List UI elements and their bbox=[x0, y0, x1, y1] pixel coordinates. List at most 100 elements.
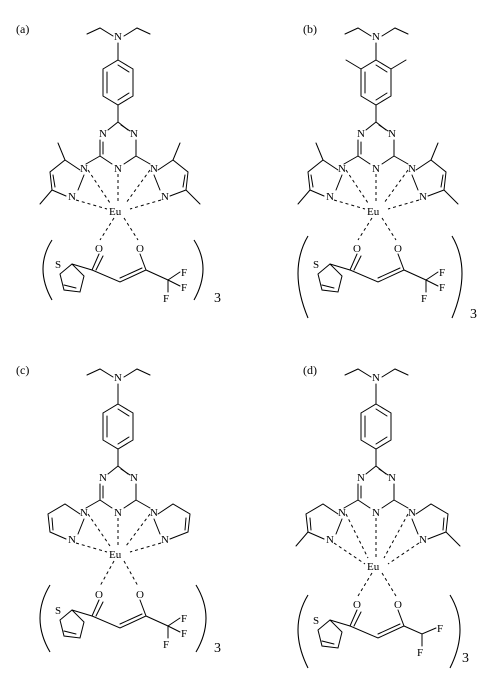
diethylamino-group: N bbox=[344, 368, 409, 405]
pyrazole-left: N N bbox=[297, 142, 359, 205]
thiophene-ring bbox=[317, 619, 343, 649]
oxygen-atom: O bbox=[95, 243, 103, 255]
fluorine-atom: F bbox=[163, 639, 169, 651]
pyrazole-n: N bbox=[419, 191, 427, 203]
europium-ion: Eu bbox=[109, 549, 122, 561]
panel-a: (a) N N N N N N bbox=[16, 22, 221, 306]
cf2-group bbox=[403, 625, 437, 647]
phenyl-ring bbox=[102, 59, 134, 123]
subscript-three: 3 bbox=[214, 641, 221, 656]
subscript-three: 3 bbox=[214, 291, 221, 306]
pyrazole-right: N N bbox=[393, 499, 461, 547]
triazine-n: N bbox=[388, 472, 396, 484]
pyrazole-n: N bbox=[408, 163, 416, 175]
triazine-n: N bbox=[99, 472, 107, 484]
diethylamino-group: N bbox=[86, 368, 151, 405]
oxygen-atom: O bbox=[353, 243, 361, 255]
pyrazole-left: N N bbox=[295, 499, 359, 547]
thiophene-ring bbox=[59, 263, 85, 293]
fluorine-atom: F bbox=[439, 267, 445, 279]
sulfur-atom: S bbox=[313, 615, 319, 627]
pyrazole-n: N bbox=[68, 191, 76, 203]
oxygen-atom: O bbox=[136, 589, 144, 601]
subscript-three: 3 bbox=[470, 307, 477, 322]
pyrazole-right: N N bbox=[393, 142, 459, 205]
panel-d: (d) N N N N N N bbox=[295, 363, 469, 669]
ethyl-bond bbox=[123, 27, 151, 37]
fluorine-atom: F bbox=[163, 293, 169, 305]
right-parenthesis bbox=[449, 594, 461, 669]
triazine-n: N bbox=[99, 128, 107, 140]
amine-nitrogen: N bbox=[372, 31, 380, 43]
tta-ligand: O O S F F F bbox=[55, 243, 187, 305]
tta-ligand: O O S F F F bbox=[55, 589, 187, 651]
pyrazole-n: N bbox=[80, 507, 88, 519]
triazine-n: N bbox=[357, 128, 365, 140]
triazine-n: N bbox=[372, 163, 380, 175]
fluorine-atom: F bbox=[417, 647, 423, 659]
left-parenthesis bbox=[297, 594, 309, 669]
dimethylphenyl-ring bbox=[345, 59, 407, 123]
triazine-n: N bbox=[130, 472, 138, 484]
sulfur-atom: S bbox=[313, 259, 319, 271]
amine-nitrogen: N bbox=[114, 372, 122, 384]
methyl-group bbox=[345, 59, 407, 70]
pyrazole-right: N N bbox=[135, 142, 201, 205]
pyrazole-n: N bbox=[161, 191, 169, 203]
fluorine-atom: F bbox=[181, 628, 187, 640]
pyrazole-n: N bbox=[150, 507, 158, 519]
pyrazole-left: N N bbox=[47, 499, 101, 546]
thiophene-ring bbox=[317, 263, 343, 293]
triazine-ring: N N N bbox=[99, 465, 138, 519]
thiophene-ring bbox=[59, 609, 85, 639]
pyrazole-left: N N bbox=[39, 142, 101, 205]
triazine-n: N bbox=[372, 507, 380, 519]
triazine-n: N bbox=[388, 128, 396, 140]
oxygen-atom: O bbox=[353, 599, 361, 611]
pyrazole-n: N bbox=[68, 534, 76, 546]
triazine-n: N bbox=[114, 163, 122, 175]
triazine-ring: N N N bbox=[99, 121, 138, 175]
amine-nitrogen: N bbox=[114, 31, 122, 43]
pyrazole-n: N bbox=[338, 163, 346, 175]
ethyl-bond bbox=[86, 27, 114, 37]
eu-coordination: Eu bbox=[75, 513, 162, 587]
left-parenthesis bbox=[39, 584, 51, 653]
diethylamino-group: N bbox=[344, 27, 409, 61]
pyrazole-n: N bbox=[161, 534, 169, 546]
fluorine-atom: F bbox=[421, 293, 427, 305]
europium-ion: Eu bbox=[367, 206, 380, 218]
amine-nitrogen: N bbox=[372, 372, 380, 384]
methyl-group bbox=[445, 531, 461, 547]
pyrazole-n: N bbox=[80, 163, 88, 175]
panel-label: (b) bbox=[303, 22, 317, 36]
fluorine-atom: F bbox=[181, 282, 187, 294]
sulfur-atom: S bbox=[55, 605, 61, 617]
cf3-group bbox=[403, 269, 439, 293]
pyrazole-right: N N bbox=[135, 499, 191, 546]
eu-coordination: Eu bbox=[333, 513, 420, 597]
pyrazole-n: N bbox=[326, 191, 334, 203]
pyrazole-n: N bbox=[419, 534, 427, 546]
panel-label: (c) bbox=[16, 363, 29, 377]
triazine-n: N bbox=[357, 472, 365, 484]
cf3-group bbox=[145, 615, 181, 639]
panel-label: (a) bbox=[16, 22, 29, 36]
right-parenthesis bbox=[451, 235, 463, 319]
tta-ligand: O O S F F bbox=[313, 599, 443, 659]
left-parenthesis bbox=[297, 235, 309, 319]
right-parenthesis bbox=[195, 584, 207, 653]
europium-ion: Eu bbox=[367, 561, 380, 573]
triazine-ring: N N N bbox=[357, 121, 396, 175]
phenyl-ring bbox=[102, 403, 134, 467]
left-parenthesis bbox=[42, 239, 53, 301]
pyrazole-n: N bbox=[326, 534, 334, 546]
triazine-n: N bbox=[130, 128, 138, 140]
eu-coordination: Eu bbox=[75, 169, 162, 241]
fluorine-atom: F bbox=[181, 613, 187, 625]
pyrazole-n: N bbox=[338, 507, 346, 519]
phenyl-ring bbox=[360, 403, 392, 467]
oxygen-atom: O bbox=[95, 589, 103, 601]
panel-b: (b) N N N N N N bbox=[297, 22, 477, 322]
